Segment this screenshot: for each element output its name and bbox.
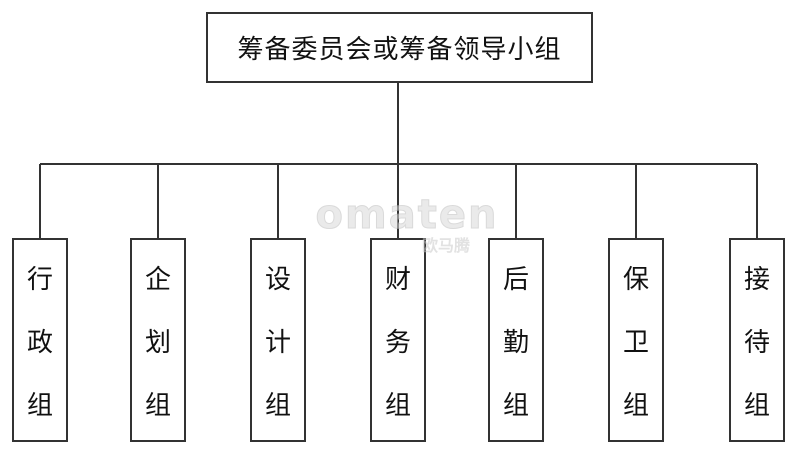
group-node-char: 计 bbox=[264, 327, 291, 358]
group-node-char: 待 bbox=[743, 327, 770, 358]
group-node-planning: 企 划 组 bbox=[130, 238, 186, 442]
group-node-char: 组 bbox=[622, 390, 649, 421]
group-node-finance: 财 务 组 bbox=[370, 238, 426, 442]
group-node-security: 保 卫 组 bbox=[608, 238, 664, 442]
group-node-reception: 接 待 组 bbox=[729, 238, 785, 442]
group-node-logistics: 后 勤 组 bbox=[488, 238, 544, 442]
group-node-char: 企 bbox=[144, 264, 171, 295]
group-node-char: 政 bbox=[26, 327, 53, 358]
group-node-char: 财 bbox=[384, 264, 411, 295]
root-node: 筹备委员会或筹备领导小组 bbox=[206, 12, 593, 83]
group-node-char: 组 bbox=[264, 390, 291, 421]
group-node-char: 行 bbox=[26, 264, 53, 295]
group-node-char: 组 bbox=[26, 390, 53, 421]
group-node-char: 划 bbox=[144, 327, 171, 358]
group-node-char: 保 bbox=[622, 264, 649, 295]
group-node-char: 组 bbox=[743, 390, 770, 421]
group-node-design: 设 计 组 bbox=[250, 238, 306, 442]
group-node-char: 设 bbox=[264, 264, 291, 295]
group-node-char: 组 bbox=[384, 390, 411, 421]
group-node-char: 接 bbox=[743, 264, 770, 295]
group-node-admin: 行 政 组 bbox=[12, 238, 68, 442]
group-node-char: 组 bbox=[502, 390, 529, 421]
root-node-label: 筹备委员会或筹备领导小组 bbox=[237, 35, 562, 65]
group-node-char: 勤 bbox=[502, 327, 529, 358]
group-node-char: 组 bbox=[144, 390, 171, 421]
group-node-char: 卫 bbox=[622, 327, 649, 358]
group-node-char: 后 bbox=[502, 264, 529, 295]
group-node-char: 务 bbox=[384, 327, 411, 358]
